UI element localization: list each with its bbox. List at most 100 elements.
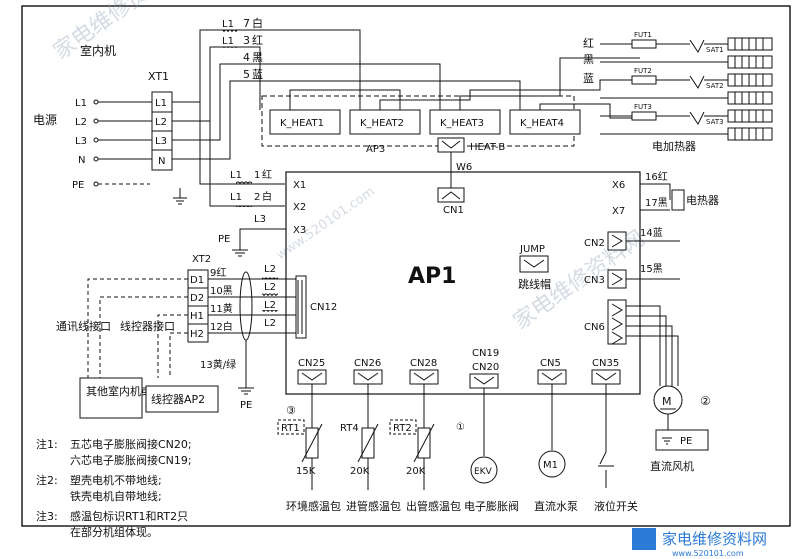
cn12-label: CN12 xyxy=(310,302,337,313)
svg-text:PE: PE xyxy=(240,400,252,411)
w6-label: W6 xyxy=(456,162,472,173)
water-pump: M1 xyxy=(538,450,566,478)
power-l3: L3 xyxy=(75,136,87,147)
svg-text:3: 3 xyxy=(243,34,250,47)
svg-text:H1: H1 xyxy=(190,311,204,322)
svg-text:www.520101.com: www.520101.com xyxy=(672,549,744,558)
power-n: N xyxy=(78,155,85,166)
svg-text:蓝: 蓝 xyxy=(583,72,594,85)
x-terminals-left: X1 X2 X3 xyxy=(293,180,306,236)
svg-text:L2: L2 xyxy=(264,300,276,311)
fan-mark: ② xyxy=(700,394,711,408)
svg-text:4: 4 xyxy=(243,51,250,64)
ekv-valve: EKV xyxy=(470,456,498,484)
svg-text:注1:: 注1: xyxy=(36,437,58,451)
svg-text:CN2: CN2 xyxy=(584,238,605,249)
ap3-label: AP3 xyxy=(366,144,385,155)
svg-text:15K: 15K xyxy=(296,466,316,477)
label-pump: 直流水泵 xyxy=(534,499,578,513)
heater-bank xyxy=(600,39,728,135)
svg-text:注2:: 注2: xyxy=(36,473,58,487)
svg-text:L1: L1 xyxy=(155,98,167,109)
svg-text:www.520101.com: www.520101.com xyxy=(274,184,378,263)
ap1-label: AP1 xyxy=(408,264,456,289)
fan-motor: M xyxy=(653,385,683,430)
indoor-unit-label: 室内机 xyxy=(80,43,116,58)
mark-3: ③ xyxy=(286,404,296,417)
power-label: 电源 xyxy=(33,113,57,127)
svg-text:CN20: CN20 xyxy=(472,362,499,373)
svg-text:14蓝: 14蓝 xyxy=(640,227,663,239)
svg-text:家电维修资料网: 家电维修资料网 xyxy=(662,530,767,548)
svg-text:CN25: CN25 xyxy=(298,358,325,369)
svg-text:K_HEAT1: K_HEAT1 xyxy=(280,118,324,129)
svg-text:家电维修资料网: 家电维修资料网 xyxy=(49,0,190,65)
other-units-box xyxy=(79,377,143,419)
coil-x1 xyxy=(236,180,252,185)
jump-connector xyxy=(519,255,549,273)
power-inputs xyxy=(93,99,152,187)
svg-text:EKV: EKV xyxy=(474,467,493,477)
svg-text:M: M xyxy=(662,395,672,408)
x-heater-label: 电热器 xyxy=(686,194,719,207)
fan-label: 直流风机 xyxy=(650,459,694,473)
jump-name: 跳线帽 xyxy=(518,277,551,291)
svg-text:白: 白 xyxy=(262,190,272,203)
svg-text:1: 1 xyxy=(254,170,260,181)
power-l1: L1 xyxy=(75,98,87,109)
svg-text:CN35: CN35 xyxy=(592,358,619,369)
svg-text:RT1: RT1 xyxy=(281,423,300,434)
xt2-terminal-block: D1 D2 H1 H2 xyxy=(187,269,209,343)
logo: 家电维修资料网 www.520101.com xyxy=(632,528,767,558)
svg-text:9红: 9红 xyxy=(210,266,226,279)
ctrl-port-label: 线控器接口 xyxy=(120,319,175,333)
svg-text:白: 白 xyxy=(252,16,263,30)
svg-text:L1: L1 xyxy=(230,192,242,203)
svg-text:CN26: CN26 xyxy=(354,358,381,369)
cn1-label: CN1 xyxy=(443,205,464,216)
cn26-connector: CN26 xyxy=(353,358,383,385)
svg-text:CN5: CN5 xyxy=(540,358,561,369)
cn12-connector xyxy=(295,275,307,339)
comm-port-label: 通讯线接口 xyxy=(56,319,111,333)
svg-text:K_HEAT3: K_HEAT3 xyxy=(440,118,484,129)
svg-text:M1: M1 xyxy=(543,460,558,471)
fan-wires xyxy=(626,305,679,386)
comm-lines xyxy=(87,278,188,378)
svg-text:K_HEAT4: K_HEAT4 xyxy=(520,118,564,129)
ground-symbol-xt2 xyxy=(238,387,254,395)
svg-text:L2: L2 xyxy=(155,117,167,128)
cn28-connector: CN28 xyxy=(409,358,439,385)
svg-text:FUT3: FUT3 xyxy=(634,103,652,111)
coil-l1-top xyxy=(222,30,238,35)
sensor-rt2: RT2 20K xyxy=(389,419,435,477)
relay-k-heat1: K_HEAT1 xyxy=(269,109,341,135)
xt1-terminal-block: L1 L2 L3 N xyxy=(151,91,173,171)
sensor-rt4: RT4 20K xyxy=(340,423,379,477)
svg-text:铁壳电机自带地线;: 铁壳电机自带地线; xyxy=(70,489,162,503)
svg-text:感温包标识RT1和RT2只: 感温包标识RT1和RT2只 xyxy=(70,509,188,523)
label-ekv: 电子膨胀阀 xyxy=(464,499,519,513)
relay-k-heat4: K_HEAT4 xyxy=(509,109,581,135)
svg-text:12白: 12白 xyxy=(210,320,233,333)
svg-text:7: 7 xyxy=(243,17,250,30)
svg-text:16红: 16红 xyxy=(645,170,668,183)
cn2-connector: CN2 14蓝 xyxy=(584,227,680,251)
svg-text:SAT1: SAT1 xyxy=(706,46,724,54)
svg-text:5: 5 xyxy=(243,68,250,81)
xt2-label: XT2 xyxy=(192,254,211,265)
xt2-wires xyxy=(208,271,296,388)
svg-text:SAT2: SAT2 xyxy=(706,82,724,90)
power-pe: PE xyxy=(72,180,84,191)
svg-text:X1: X1 xyxy=(293,180,306,191)
heat-b-label: HEAT-B xyxy=(470,142,505,153)
relay-outputs xyxy=(289,57,640,119)
heater-label: 电加热器 xyxy=(652,140,696,153)
svg-text:L3: L3 xyxy=(254,214,266,225)
coil-x3 xyxy=(254,224,270,229)
svg-text:L1: L1 xyxy=(222,19,234,30)
svg-text:塑壳电机不带地线;: 塑壳电机不带地线; xyxy=(70,473,162,487)
sensor-rt1: RT1 15K xyxy=(277,419,323,477)
cn35-connector: CN35 xyxy=(591,358,621,385)
